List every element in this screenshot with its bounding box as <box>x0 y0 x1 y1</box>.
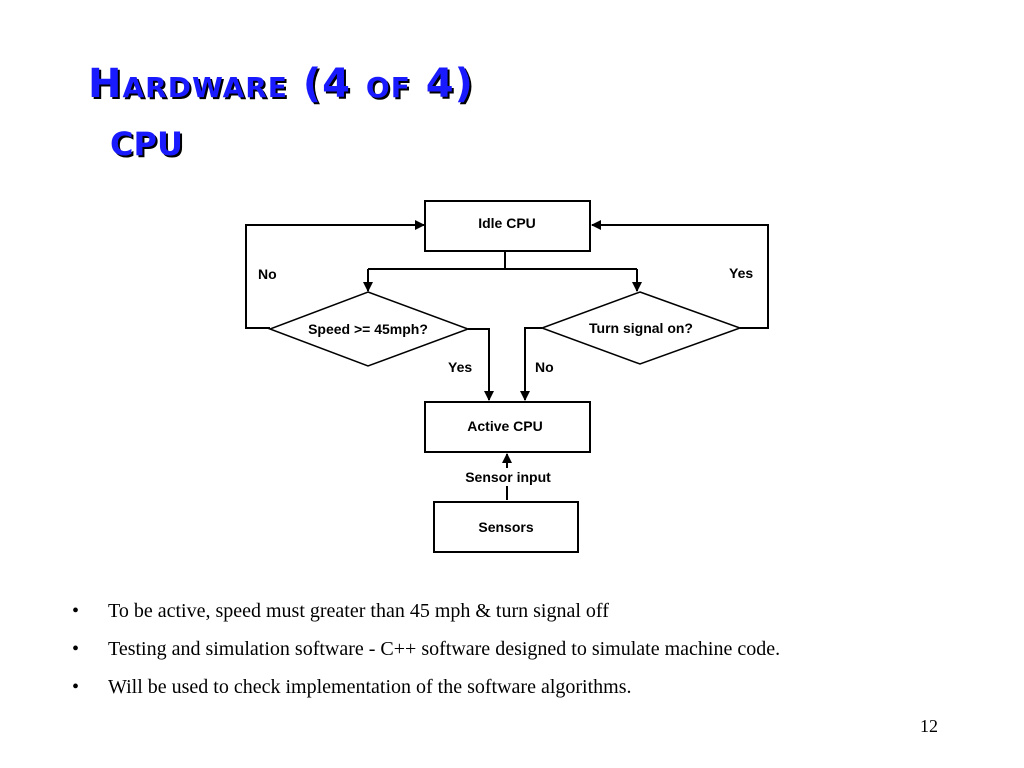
turn-yes-loop-line <box>591 220 769 329</box>
bullet-text: Testing and simulation software - C++ so… <box>108 638 781 660</box>
turn-signal-label: Turn signal on? <box>589 320 693 336</box>
page-number: 12 <box>920 716 938 736</box>
bullet-item: • Testing and simulation software - C++ … <box>72 634 780 672</box>
speed-no-label: No <box>258 266 277 282</box>
bullet-dot: • <box>72 638 80 660</box>
speed-yes-line <box>468 328 494 401</box>
slide-title: Hardware (4 of 4) <box>88 61 474 107</box>
bullet-dot: • <box>72 676 80 698</box>
cpu-flowchart: Idle CPU Speed >= 45mph? Turn signal on?… <box>245 200 769 553</box>
sensor-input-label: Sensor input <box>465 469 551 485</box>
bullet-dot: • <box>72 600 80 622</box>
bullet-text: Will be used to check implementation of … <box>108 676 632 698</box>
sensors-box <box>433 501 579 553</box>
speed-check-diamond <box>267 291 471 367</box>
turn-no-label: No <box>535 359 554 375</box>
turn-yes-label: Yes <box>729 265 753 281</box>
turn-no-line <box>520 327 542 401</box>
slide-subtitle: CPU <box>110 125 183 163</box>
bullet-item: • To be active, speed must greater than … <box>72 596 780 634</box>
sensors-label: Sensors <box>478 519 533 535</box>
speed-yes-label: Yes <box>448 359 472 375</box>
speed-check-label: Speed >= 45mph? <box>308 321 428 337</box>
speed-no-loop-line <box>245 220 425 329</box>
active-cpu-box <box>424 401 591 453</box>
bullet-list: • To be active, speed must greater than … <box>72 596 780 710</box>
turn-signal-diamond <box>539 291 743 365</box>
bullet-item: • Will be used to check implementation o… <box>72 672 780 710</box>
idle-cpu-label: Idle CPU <box>478 215 536 231</box>
active-cpu-label: Active CPU <box>467 418 542 434</box>
bullet-text: To be active, speed must greater than 45… <box>108 600 609 622</box>
idle-cpu-box <box>424 200 591 252</box>
